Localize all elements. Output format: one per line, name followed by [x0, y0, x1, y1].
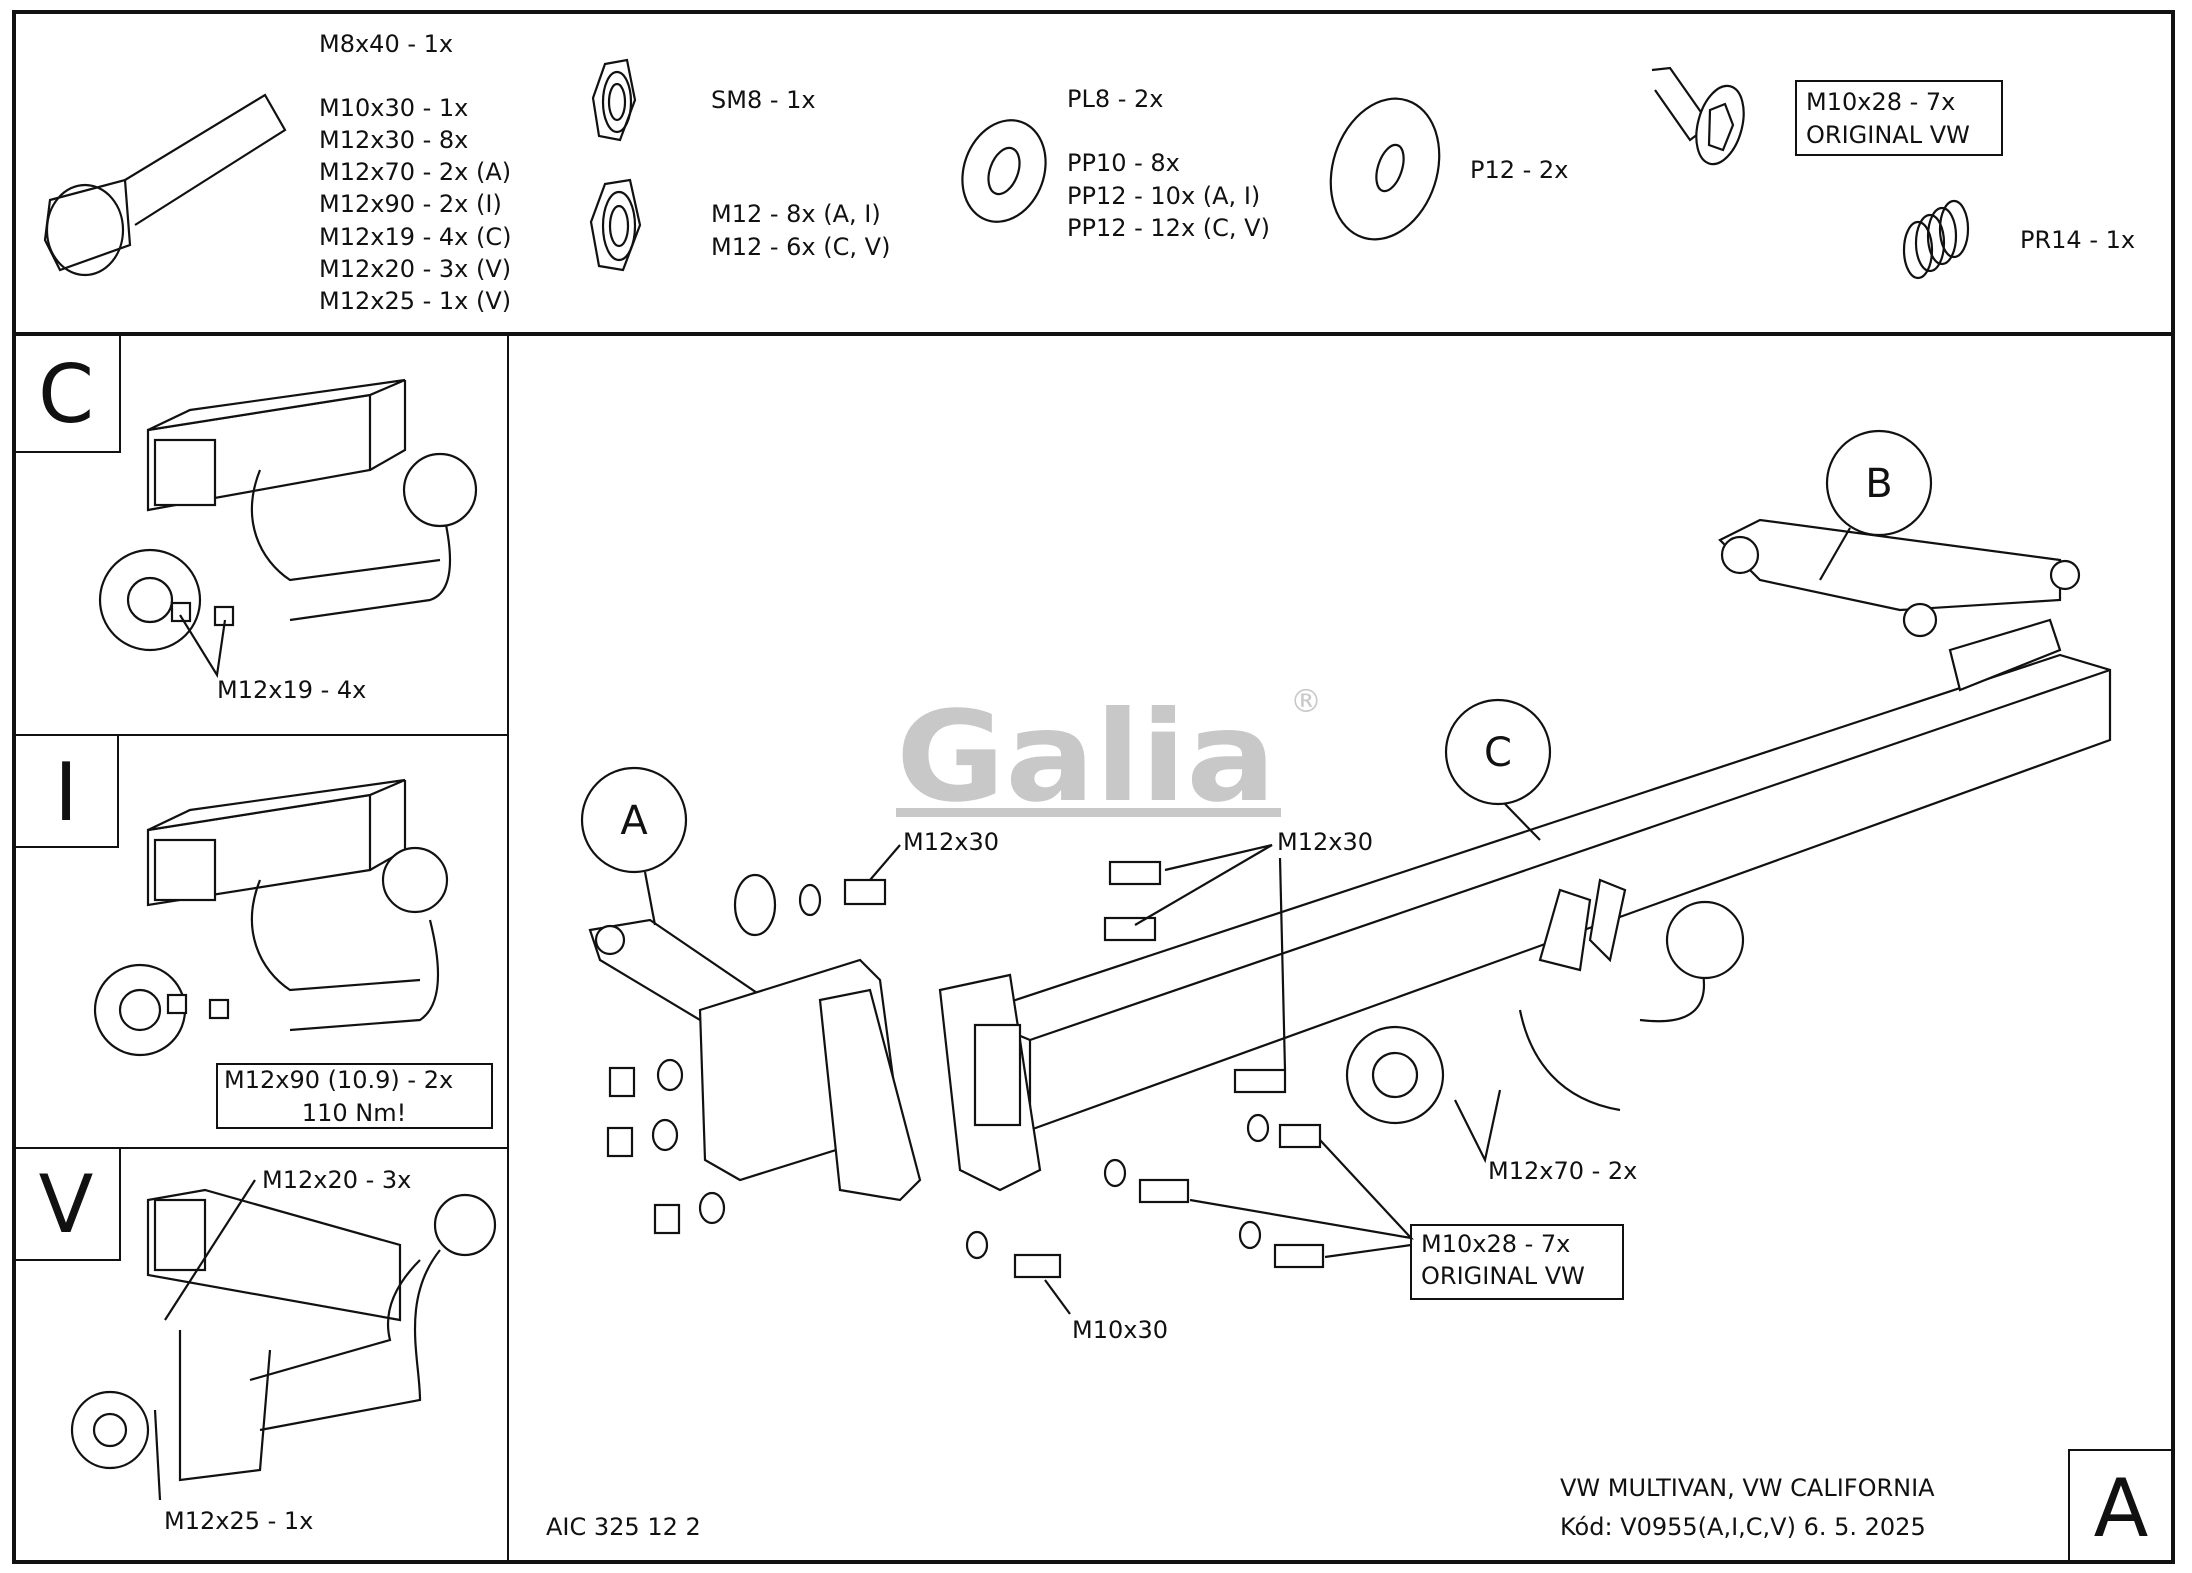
leader-b	[1819, 527, 1851, 581]
washer-label: PP12 - 12x (C, V)	[1067, 214, 1270, 242]
bolt-label: M12x25 - 1x (V)	[319, 287, 511, 315]
vw-bolt-label: M10x28 - 7x	[1806, 88, 1955, 116]
vw-bolt-box	[1795, 80, 2003, 156]
variant-i-box	[13, 734, 119, 848]
leader-c-main	[1504, 803, 1541, 841]
nut-icon	[589, 178, 642, 272]
leader-a	[643, 871, 657, 926]
bolt-header-label: M8x40 - 1x	[319, 30, 453, 58]
m10x28-box	[1410, 1224, 1624, 1300]
hardware-drawing	[606, 860, 1325, 1279]
logo-registered-mark: ®	[1290, 682, 1322, 720]
sheet-box	[2068, 1449, 2174, 1563]
bolt-label: M12x20 - 3x (V)	[319, 255, 511, 283]
label-m10x28-note: ORIGINAL VW	[1421, 1262, 1585, 1290]
logo-underline	[896, 808, 1281, 817]
variant-i-letter: I	[54, 746, 78, 839]
drawing-code: AIC 325 12 2	[546, 1513, 701, 1541]
washer-label: PP10 - 8x	[1067, 149, 1180, 177]
leader-m10x28-2	[1324, 1243, 1412, 1259]
variant-i-box-label	[216, 1063, 493, 1129]
leader-m12x30-left	[869, 844, 901, 881]
variant-v-letter: V	[39, 1158, 94, 1251]
bolt-label: M12x19 - 4x (C)	[319, 223, 512, 251]
variant-i-label: M12x90 (10.9) - 2x	[224, 1066, 453, 1094]
spring-label: PR14 - 1x	[2020, 226, 2135, 254]
vw-bolt-note: ORIGINAL VW	[1806, 121, 1970, 149]
towbar-c-drawing	[98, 378, 478, 652]
callout-a: A	[620, 798, 648, 844]
leader-m10x28	[1189, 1139, 1415, 1240]
nut-label: M12 - 8x (A, I)	[711, 200, 881, 228]
towbar-v-drawing	[70, 1188, 497, 1482]
washer-icon	[961, 119, 1047, 223]
variant-i-torque: 110 Nm!	[302, 1099, 406, 1127]
callout-c: C	[1484, 730, 1512, 776]
label-m12x30-right: M12x30	[1277, 828, 1373, 856]
crossbar-drawing	[588, 518, 2112, 1202]
large-washer-icon	[1329, 97, 1441, 241]
bolt-label: M10x30 - 1x	[319, 94, 468, 122]
label-m12x30-left: M12x30	[903, 828, 999, 856]
locknut-icon	[591, 58, 637, 142]
bolt-label: M12x90 - 2x (I)	[319, 190, 502, 218]
spring-icon	[1902, 199, 1970, 280]
code-date: Kód: V0955(A,I,C,V) 6. 5. 2025	[1560, 1513, 1926, 1541]
washer-small-label: PL8 - 2x	[1067, 85, 1164, 113]
callout-a-circle	[580, 766, 688, 874]
variant-v-label-bottom: M12x25 - 1x	[164, 1507, 313, 1535]
bolt-icon	[43, 93, 287, 277]
leader-v-bottom	[153, 1409, 162, 1501]
label-m10x30: M10x30	[1072, 1316, 1168, 1344]
variant-v-label-top: M12x20 - 3x	[262, 1166, 411, 1194]
washer-label: PP12 - 10x (A, I)	[1067, 182, 1260, 210]
flange-bolt-icon	[1651, 66, 1745, 166]
variant-c-label: M12x19 - 4x	[217, 676, 366, 704]
leader-m12x70	[1454, 1089, 1502, 1164]
large-washer-label: P12 - 2x	[1470, 156, 1568, 184]
sheet-letter: A	[2094, 1462, 2149, 1555]
bolt-label: M12x70 - 2x (A)	[319, 158, 511, 186]
galia-logo: Galia	[896, 685, 1276, 830]
leader-c	[179, 614, 227, 679]
callout-b: B	[1865, 461, 1892, 507]
leader-m12x30-right-2	[1278, 857, 1287, 1071]
variant-v-box	[13, 1147, 121, 1261]
label-m12x70: M12x70 - 2x	[1488, 1157, 1637, 1185]
callout-c-circle	[1444, 698, 1552, 806]
leader-v-top	[164, 1179, 256, 1321]
variant-c-letter: C	[38, 348, 94, 441]
variant-c-box	[13, 333, 121, 453]
label-m10x28: M10x28 - 7x	[1421, 1230, 1570, 1258]
locknut-label: SM8 - 1x	[711, 86, 816, 114]
leader-m12x30-right	[1134, 843, 1273, 926]
vehicle-name: VW MULTIVAN, VW CALIFORNIA	[1560, 1474, 1935, 1502]
nut-label: M12 - 6x (C, V)	[711, 233, 890, 261]
towbar-i-drawing	[93, 778, 449, 1057]
callout-b-circle	[1825, 429, 1933, 537]
leader-m10x30	[1044, 1279, 1071, 1315]
bolt-label: M12x30 - 8x	[319, 126, 468, 154]
